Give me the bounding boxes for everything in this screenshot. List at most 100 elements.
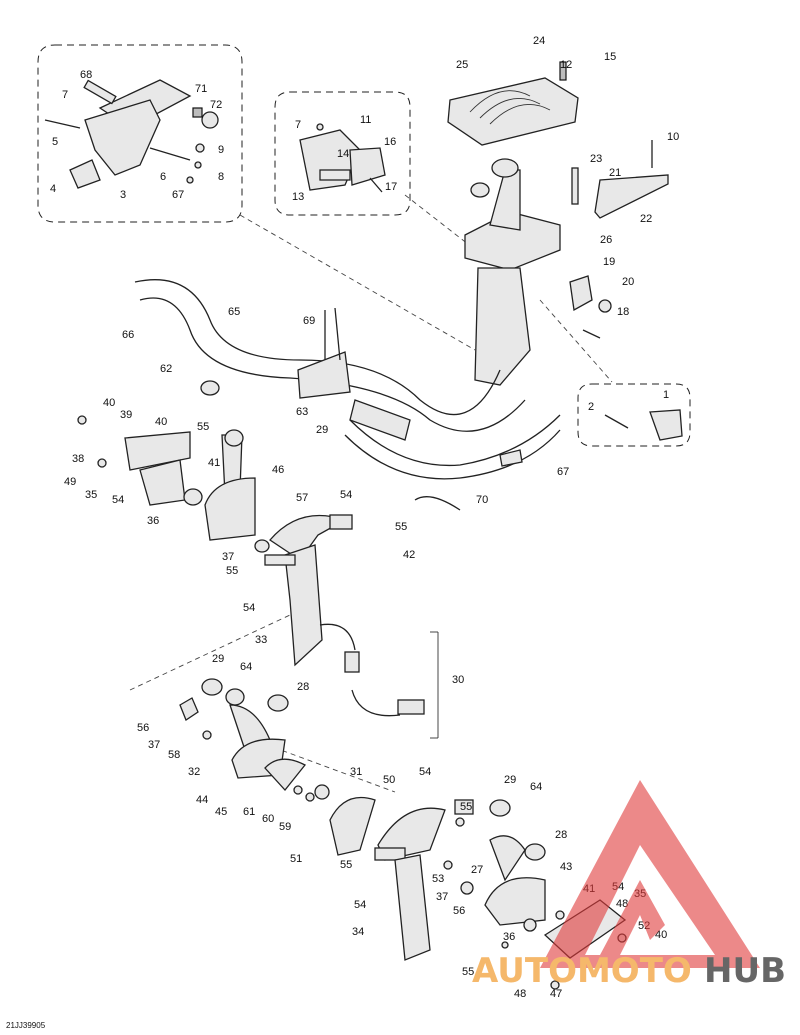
callout-11: 11 <box>360 114 371 126</box>
callout-69: 69 <box>303 315 315 327</box>
callout-25: 25 <box>456 59 468 71</box>
callout-36: 36 <box>147 515 159 527</box>
callout-9: 9 <box>218 144 224 156</box>
callout-45: 45 <box>215 806 227 818</box>
callout-61: 61 <box>243 806 255 818</box>
callout-32: 32 <box>188 766 200 778</box>
callout-36b: 36 <box>503 931 515 943</box>
callout-68: 68 <box>80 69 92 81</box>
callout-55f: 55 <box>462 966 474 978</box>
callout-48b: 48 <box>514 988 526 1000</box>
callout-37b: 37 <box>148 739 160 751</box>
callout-37c: 37 <box>436 891 448 903</box>
callout-51: 51 <box>290 853 302 865</box>
callout-7b: 7 <box>295 119 301 131</box>
callout-50: 50 <box>383 774 395 786</box>
callout-55b: 55 <box>226 565 238 577</box>
shift-lever-assembly <box>447 61 669 386</box>
callout-53: 53 <box>432 873 444 885</box>
callout-54: 54 <box>340 489 352 501</box>
callout-70: 70 <box>476 494 488 506</box>
callout-46: 46 <box>272 464 284 476</box>
callout-54e: 54 <box>354 899 366 911</box>
callout-40c: 40 <box>655 929 667 941</box>
callout-23: 23 <box>590 153 602 165</box>
callout-60: 60 <box>262 813 274 825</box>
callout-22: 22 <box>640 213 652 225</box>
inset-box-bracket <box>274 91 411 216</box>
callout-55e: 55 <box>340 859 352 871</box>
callout-27: 27 <box>471 864 483 876</box>
inset-box-right <box>577 383 691 447</box>
callout-6: 6 <box>160 171 166 183</box>
callout-35: 35 <box>85 489 97 501</box>
callout-63: 63 <box>296 406 308 418</box>
callout-55c: 55 <box>197 421 209 433</box>
callout-64b: 64 <box>530 781 542 793</box>
callout-55d: 55 <box>460 801 472 813</box>
watermark-text-dark: HUB <box>704 951 786 991</box>
callout-72: 72 <box>210 99 222 111</box>
callout-3: 3 <box>120 189 126 201</box>
callout-59: 59 <box>279 821 291 833</box>
reference-lines <box>129 194 613 793</box>
callout-17: 17 <box>385 181 397 193</box>
callout-24: 24 <box>533 35 545 47</box>
callout-29: 29 <box>316 424 328 436</box>
callout-18: 18 <box>617 306 629 318</box>
callout-4: 4 <box>50 183 56 195</box>
callout-15: 15 <box>604 51 616 63</box>
bracket-clip <box>604 409 683 441</box>
callout-14: 14 <box>337 148 349 160</box>
callout-13: 13 <box>292 191 304 203</box>
callout-33: 33 <box>255 634 267 646</box>
callout-49: 49 <box>64 476 76 488</box>
lower-center-lever-assembly <box>329 796 474 961</box>
callout-43: 43 <box>560 861 572 873</box>
callout-21: 21 <box>609 167 621 179</box>
callout-41: 41 <box>208 457 220 469</box>
mounting-bracket-assembly <box>44 79 219 189</box>
callout-31: 31 <box>350 766 362 778</box>
callout-44: 44 <box>196 794 208 806</box>
watermark-triangle-logo <box>540 780 760 968</box>
callout-67: 67 <box>557 466 569 478</box>
callout-54b: 54 <box>243 602 255 614</box>
callout-2: 2 <box>588 401 594 413</box>
lower-left-lever-assembly <box>179 678 330 802</box>
callout-47: 47 <box>550 988 562 1000</box>
callout-40: 40 <box>103 397 115 409</box>
callout-26: 26 <box>600 234 612 246</box>
automotohub-watermark: AUTOMOTO HUB <box>472 780 786 991</box>
callout-38: 38 <box>72 453 84 465</box>
callout-29b: 29 <box>212 653 224 665</box>
callout-30: 30 <box>452 674 464 686</box>
callout-64: 64 <box>240 661 252 673</box>
callout-19: 19 <box>603 256 615 268</box>
callout-56b: 56 <box>453 905 465 917</box>
callout-1: 1 <box>663 389 669 401</box>
callout-34: 34 <box>352 926 364 938</box>
callout-labels: 1 2 3 4 5 6 7 8 9 10 11 12 13 14 15 16 1… <box>50 35 679 1000</box>
callout-58: 58 <box>168 749 180 761</box>
callout-10: 10 <box>667 131 679 143</box>
inset-box-top-left <box>37 44 243 223</box>
callout-66: 66 <box>122 329 134 341</box>
callout-12: 12 <box>560 59 572 71</box>
callout-65: 65 <box>228 306 240 318</box>
watermark-text-orange: AUTOMOTO <box>472 951 692 991</box>
callout-20: 20 <box>622 276 634 288</box>
callout-67b: 67 <box>172 189 184 201</box>
callout-48: 48 <box>616 898 628 910</box>
callout-16: 16 <box>384 136 396 148</box>
callout-62: 62 <box>160 363 172 375</box>
callout-54d: 54 <box>419 766 431 778</box>
callout-28b: 28 <box>555 829 567 841</box>
callout-54c: 54 <box>112 494 124 506</box>
callout-37: 37 <box>222 551 234 563</box>
callout-56: 56 <box>137 722 149 734</box>
drawing-code: 21JJ39905 <box>6 1021 46 1030</box>
callout-55: 55 <box>395 521 407 533</box>
upper-lever-assembly <box>77 380 425 717</box>
